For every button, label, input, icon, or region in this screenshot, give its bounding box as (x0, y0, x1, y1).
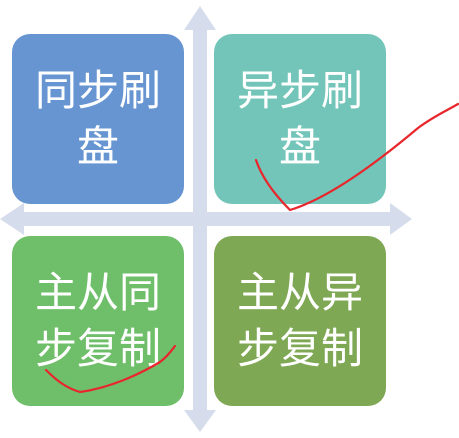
quadrant-async-flush-label: 异步刷盘 (236, 66, 363, 171)
quadrant-sync-replication: 主从同步复制 (12, 236, 184, 406)
quadrant-sync-flush-label: 同步刷盘 (34, 66, 161, 171)
arrow-down-icon (184, 410, 216, 432)
horizontal-axis (20, 212, 394, 226)
arrow-up-icon (184, 6, 216, 30)
quadrant-sync-flush: 同步刷盘 (12, 34, 184, 204)
quadrant-async-replication: 主从异步复制 (214, 236, 386, 406)
quadrant-async-flush: 异步刷盘 (214, 34, 386, 204)
quadrant-async-replication-label: 主从异步复制 (236, 268, 363, 373)
quadrant-sync-replication-label: 主从同步复制 (34, 268, 161, 373)
arrow-left-icon (0, 203, 24, 235)
arrow-right-icon (390, 203, 412, 235)
